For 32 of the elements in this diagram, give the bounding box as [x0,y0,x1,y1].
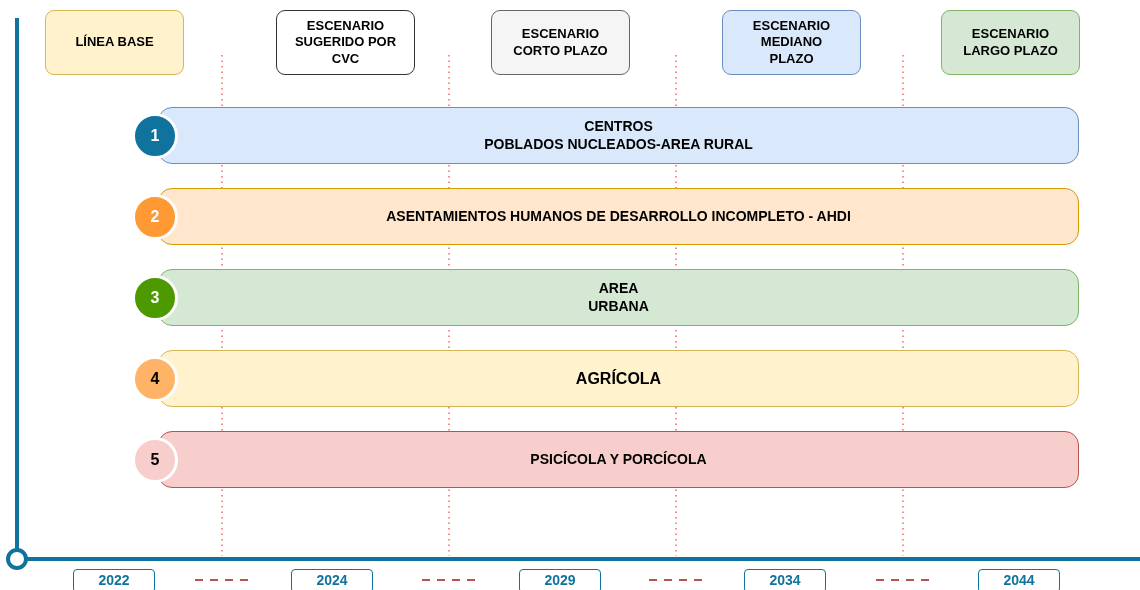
band-label: PSICÍCOLA Y PORCÍCOLA [530,450,707,469]
scenario-label: ESCENARIO LARGO PLAZO [962,26,1059,59]
band-label: AREA [598,280,639,298]
scenario-box [722,10,861,75]
year-label: 2029 [544,572,576,590]
scenario-box [45,10,184,75]
scenario-box [941,10,1080,75]
circle-number: 3 [150,288,160,308]
scenario-box [276,10,415,75]
band-label: POBLADOS NUCLEADOS-AREA RURAL [484,135,753,153]
scenario-box [491,10,630,75]
scenario-label: ESCENARIO CORTO PLAZO [512,26,609,59]
circle-number: 1 [150,126,160,146]
year-label: 2034 [769,572,801,590]
band-label: CENTROS [584,118,653,136]
circle-number: 2 [150,207,160,227]
year-label: 2022 [98,572,130,590]
scenario-label: LÍNEA BASE [75,34,154,51]
scenario-label: ESCENARIO MEDIANO PLAZO [751,18,832,67]
year-label: 2044 [1003,572,1035,590]
year-box [291,569,373,590]
year-box [978,569,1060,590]
year-label: 2024 [316,572,348,590]
year-box [744,569,826,590]
year-box [519,569,601,590]
band-label: AGRÍCOLA [575,368,662,389]
circle-number: 5 [150,450,160,470]
scenario-label: ESCENARIO SUGERIDO POR CVC [293,18,398,67]
band-label: URBANA [588,297,649,315]
year-box [73,569,155,590]
band-label: ASENTAMIENTOS HUMANOS DE DESARROLLO INCOMPLETO - AHDI [386,207,851,226]
circle-number: 4 [150,369,160,389]
